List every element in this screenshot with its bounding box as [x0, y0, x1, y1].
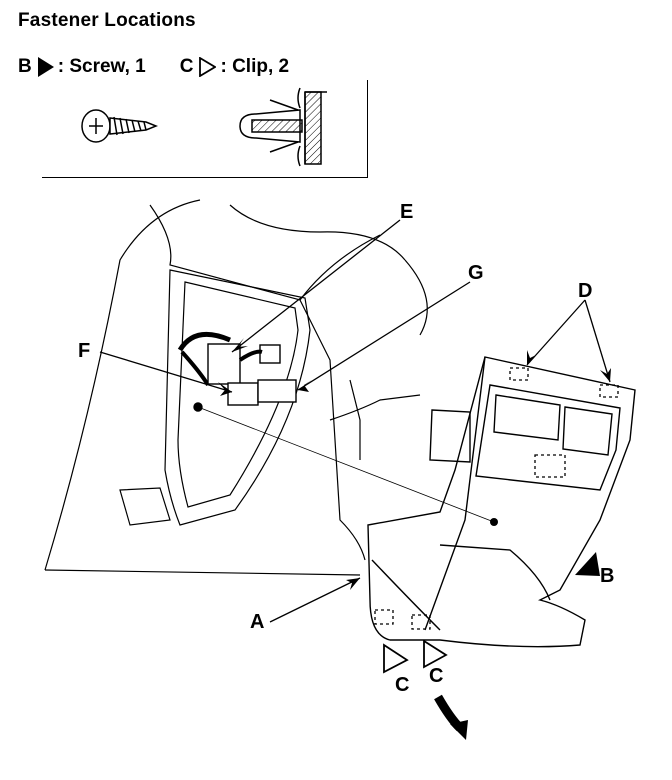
- harness-connectors: [177, 331, 297, 412]
- clip-c-marker-1: [383, 643, 409, 674]
- open-triangle-icon: [199, 57, 217, 77]
- screw-b-marker: [575, 552, 600, 576]
- callout-f: F: [78, 340, 90, 362]
- screw-legend-label: : Screw, 1: [57, 56, 146, 77]
- callout-b: B: [600, 565, 614, 587]
- callout-e: E: [400, 201, 413, 223]
- solid-triangle-icon: [37, 57, 54, 77]
- clip-c-marker-2: [423, 639, 448, 669]
- fastener-inset-frame: [42, 80, 368, 178]
- removal-arrow-icon: [434, 694, 468, 740]
- screw-legend-letter: B: [18, 56, 32, 77]
- dashboard-outline: [44, 199, 428, 576]
- callout-c-2: C: [429, 665, 443, 687]
- callout-a: A: [250, 611, 264, 633]
- leader-arrowheads: [218, 338, 611, 590]
- callout-c-1: C: [395, 674, 409, 696]
- screw-icon: [81, 109, 159, 143]
- leader-lines: [99, 219, 611, 623]
- clip-legend-label: : Clip, 2: [220, 56, 290, 77]
- page-title: Fastener Locations: [18, 10, 196, 31]
- fastener-legend: B : Screw, 1 C : Clip, 2: [18, 56, 289, 78]
- callout-d: D: [578, 280, 592, 302]
- clip-icon: [239, 87, 327, 167]
- clip-legend-letter: C: [179, 56, 194, 77]
- callout-g: G: [468, 262, 484, 284]
- dashboard-lower-cover: [367, 356, 636, 648]
- hidden-clip-outlines: [374, 367, 619, 630]
